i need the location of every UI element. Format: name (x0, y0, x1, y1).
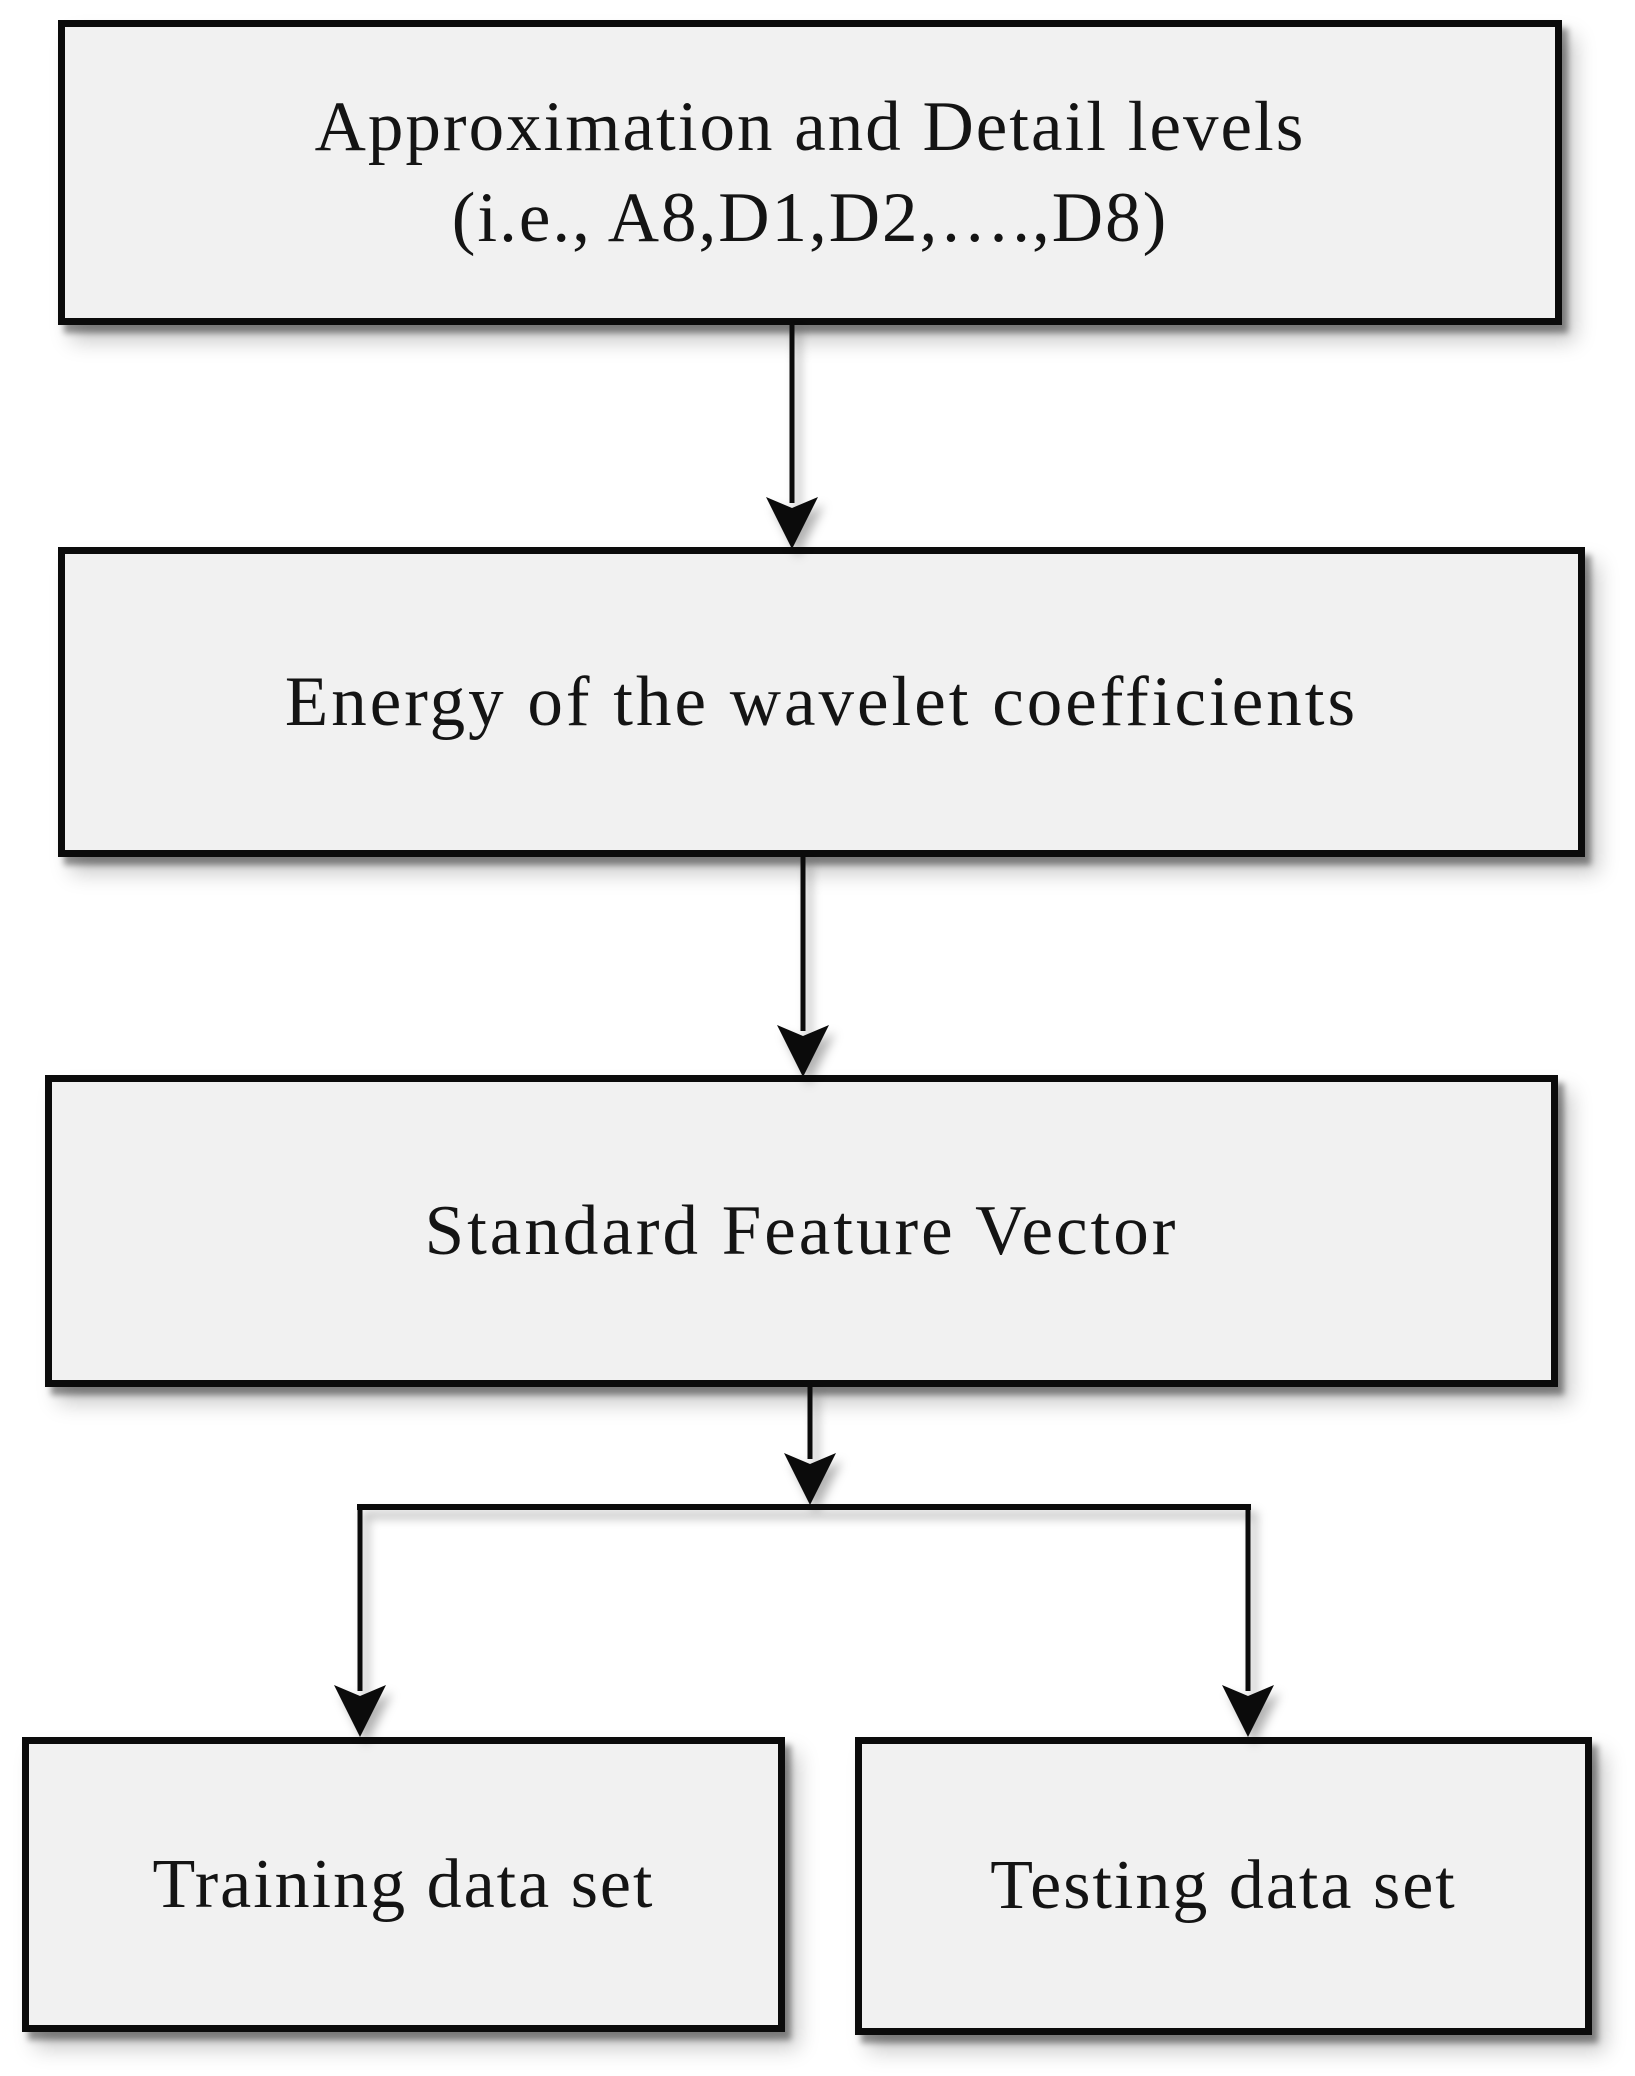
node-energy-wavelet-coefficients: Energy of the wavelet coefficients (58, 547, 1585, 857)
node-label: Standard Feature Vector (424, 1191, 1179, 1270)
node-training-data-set: Training data set (22, 1737, 785, 2032)
arrowhead-approximation-to-energy (766, 497, 818, 549)
arrowhead-feature-to-split (784, 1453, 836, 1505)
node-standard-feature-vector: Standard Feature Vector (45, 1075, 1558, 1387)
node-label: Training data set (152, 1845, 655, 1923)
node-label-line2: (i.e., A8,D1,D2,….,D8) (451, 178, 1169, 257)
node-testing-data-set: Testing data set (855, 1737, 1592, 2035)
node-approximation-detail-levels: Approximation and Detail levels (i.e., A… (58, 20, 1562, 325)
node-label-line1: Approximation and Detail levels (314, 87, 1306, 166)
arrowhead-split-to-testing (1222, 1685, 1274, 1737)
node-label: Testing data set (990, 1847, 1457, 1924)
arrowhead-energy-to-feature (777, 1025, 829, 1077)
arrowhead-split-to-training (334, 1685, 386, 1737)
node-label: Energy of the wavelet coefficients (284, 662, 1359, 741)
